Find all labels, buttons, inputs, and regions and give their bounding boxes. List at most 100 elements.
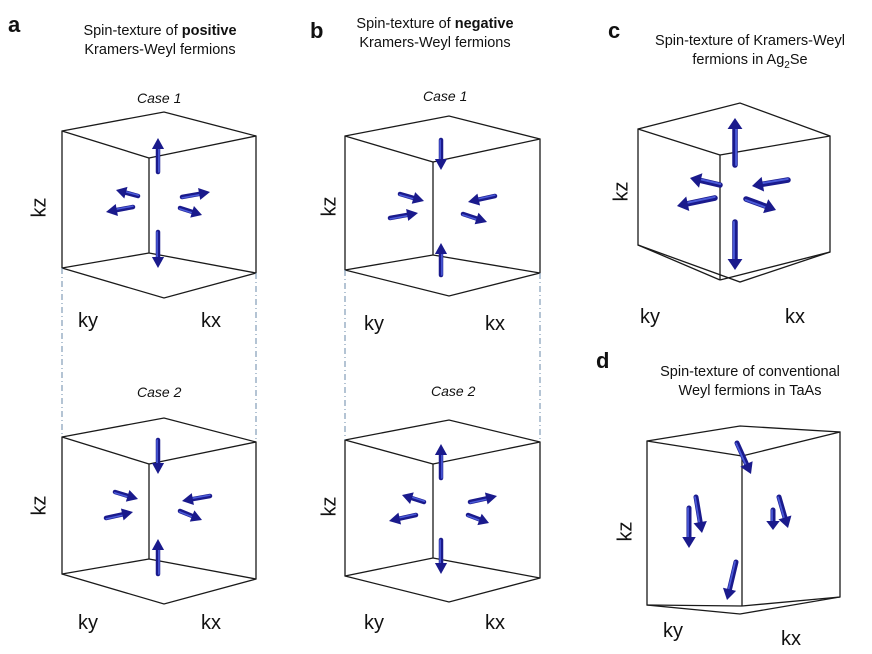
- arrow-a2-lr: [177, 508, 202, 522]
- arrow-a2-ll: [103, 508, 133, 521]
- arrow-b1-ll: [387, 208, 418, 221]
- arrow-b2-lr: [465, 512, 489, 526]
- arrow-a1-up: [151, 138, 165, 175]
- arrow-a2-ul: [112, 489, 138, 502]
- arrow-d-right-a: [766, 507, 780, 530]
- panel-b-kz-label-bottom: kz: [318, 496, 341, 517]
- cube-a2-top-left-edge: [61, 436, 150, 465]
- cube-a2-bottom-left-edge: [61, 558, 150, 575]
- panel-b-case1: Case 1: [423, 88, 468, 104]
- arrow-d-top: [734, 440, 753, 474]
- panel-c-kz-label: kz: [610, 181, 633, 202]
- panel-a-letter: a: [8, 12, 21, 37]
- arrow-b2-down: [434, 537, 448, 574]
- panel-a-case2: Case 2: [137, 384, 182, 400]
- arrow-d-left-b: [693, 494, 707, 533]
- panel-b-case2: Case 2: [431, 383, 476, 399]
- arrow-d-left-a: [682, 505, 696, 548]
- panel-b-title-bold: negative: [454, 16, 514, 32]
- cube-b1-bottom-right-edge: [432, 254, 541, 274]
- arrow-b1-ul: [397, 191, 424, 204]
- arrow-d-bottom: [722, 559, 739, 600]
- panel-d-letter: d: [596, 348, 610, 373]
- panel-b-kx-label-top: kx: [485, 313, 505, 335]
- arrow-b1-ur: [468, 193, 498, 206]
- panel-b-title: Spin-texture of negative Kramers-Weyl fe…: [335, 15, 535, 53]
- panel-c-title-line2-prefix: fermions in Ag: [692, 52, 785, 68]
- panel-a-title-line2: Kramers-Weyl fermions: [84, 42, 236, 58]
- arrow-c-up: [727, 118, 743, 168]
- panel-b-letter: b: [310, 18, 324, 43]
- cube-c-top-left-edge: [637, 128, 721, 156]
- cube-d-bottom-right-edge: [741, 596, 841, 607]
- panel-b-kz-label-top: kz: [318, 196, 341, 217]
- arrow-c-lr: [743, 196, 776, 214]
- arrow-a1-down: [151, 229, 165, 268]
- cube-c-bottom-left-edge: [637, 244, 721, 281]
- panel-d-title: Spin-texture of conventional Weyl fermio…: [640, 363, 860, 401]
- cube-b1-top-right-edge: [432, 138, 541, 163]
- arrow-b1-down: [434, 137, 448, 170]
- panel-a-title-prefix: Spin-texture of: [83, 23, 182, 39]
- cube-b1-top-left-edge: [344, 135, 434, 163]
- panel-d-title-line2: Weyl fermions in TaAs: [678, 383, 822, 399]
- panel-a-kz-label-top: kz: [28, 197, 51, 218]
- arrow-b2-ll: [389, 512, 419, 525]
- panel-c-ky-label: ky: [640, 306, 660, 328]
- cube-b2-bottom-left-edge: [344, 557, 434, 577]
- cube-a2-bottom-right-edge: [148, 558, 257, 580]
- arrow-b2-ur: [467, 492, 497, 505]
- cube-c-bottom-right-edge: [719, 251, 831, 281]
- panel-c-title-subscript: 2: [784, 59, 790, 71]
- panel-a-title-bold: positive: [181, 23, 237, 39]
- arrow-a1-ll: [106, 204, 136, 216]
- arrow-a1-ur: [179, 187, 210, 200]
- panel-d-kx-label: kx: [781, 628, 801, 650]
- panel-c-title: Spin-texture of Kramers-Weyl fermions in…: [640, 32, 860, 75]
- arrow-d-right-b: [776, 494, 792, 528]
- panel-d-ky-label: ky: [663, 620, 683, 642]
- panel-b-title-prefix: Spin-texture of: [356, 16, 455, 32]
- arrow-b2-up: [434, 444, 448, 481]
- arrow-b2-ul: [402, 492, 427, 505]
- cube-a1-top-left-edge: [61, 130, 150, 159]
- cube-c-top-right-edge: [719, 135, 831, 156]
- panel-a-kx-label-bottom: kx: [201, 612, 221, 634]
- cube-a1-bottom-right-edge: [148, 252, 257, 274]
- panel-c-kx-label: kx: [785, 306, 805, 328]
- panel-a-ky-label-bottom: ky: [78, 612, 98, 634]
- arrow-c-ul: [690, 173, 723, 188]
- cube-b2-top-left-edge: [344, 439, 434, 465]
- cube-a1-bottom-left-edge: [61, 252, 150, 269]
- panel-a-kx-label-top: kx: [201, 310, 221, 332]
- panel-c-title-line2-suffix: Se: [789, 52, 808, 68]
- panel-a-ky-label-top: ky: [78, 310, 98, 332]
- cube-b1-bottom-left-edge: [344, 254, 434, 271]
- arrow-c-ur: [752, 176, 791, 192]
- arrow-a2-up: [151, 539, 165, 577]
- panel-b-title-line2: Kramers-Weyl fermions: [359, 35, 511, 51]
- panel-d-kz-label: kz: [614, 521, 637, 542]
- cube-d-top-left-edge: [646, 440, 743, 457]
- cube-d-bottom-left-edge: [646, 604, 743, 607]
- panel-c-title-line1: Spin-texture of Kramers-Weyl: [655, 33, 845, 49]
- panel-a-case1: Case 1: [137, 90, 182, 106]
- panel-b-ky-label-bottom: ky: [364, 612, 384, 634]
- panel-d-title-line1: Spin-texture of conventional: [660, 364, 840, 380]
- arrow-a2-ur: [182, 493, 213, 506]
- panel-b-ky-label-top: ky: [364, 313, 384, 335]
- arrow-b1-lr: [460, 211, 487, 225]
- cube-a2-top-right-edge: [148, 441, 257, 465]
- panel-a-title: Spin-texture of positive Kramers-Weyl fe…: [60, 22, 260, 60]
- arrow-a1-lr: [177, 205, 202, 218]
- arrow-b1-up: [434, 243, 448, 278]
- arrow-c-down: [727, 219, 743, 270]
- panel-b-kx-label-bottom: kx: [485, 612, 505, 634]
- arrow-a2-down: [151, 437, 165, 474]
- cube-d-top-right-edge: [741, 431, 841, 457]
- cube-b2-top-right-edge: [432, 441, 541, 465]
- panel-c-letter: c: [608, 18, 621, 43]
- arrow-c-ll: [677, 195, 718, 211]
- arrow-a1-ul: [116, 186, 141, 199]
